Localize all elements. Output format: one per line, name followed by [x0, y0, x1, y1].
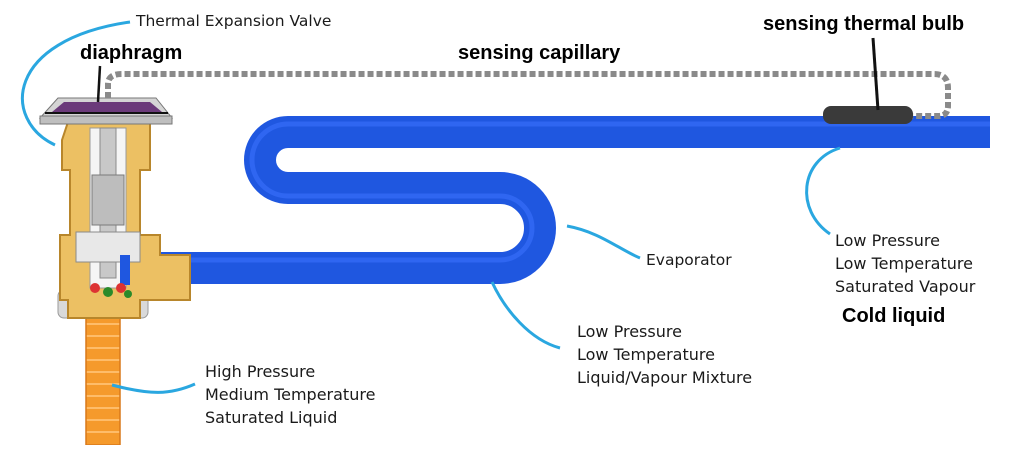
evaporator-tube: [125, 116, 990, 284]
outlet-line-2: Low Temperature: [835, 254, 973, 273]
capillary-label: sensing capillary: [458, 42, 621, 64]
mixture-line-2: Low Temperature: [577, 345, 715, 364]
inlet-line-1: High Pressure: [205, 362, 316, 381]
sensing-capillary: [105, 71, 951, 119]
evaporator-label: Evaporator: [646, 251, 732, 269]
leader-inlet: [111, 382, 196, 394]
leader-outlet: [805, 146, 841, 236]
leader-evaporator: [566, 224, 641, 260]
mixture-line-1: Low Pressure: [577, 322, 682, 341]
outlet-line-3: Saturated Vapour: [835, 277, 976, 296]
inlet-line-3: Saturated Liquid: [205, 408, 338, 427]
leader-diaphragm: [96, 65, 102, 103]
sensing-bulb: [823, 106, 913, 124]
valve-body: [57, 121, 191, 319]
leader-bulb: [871, 37, 880, 111]
inlet-line-2: Medium Temperature: [205, 385, 376, 404]
bulb-label: sensing thermal bulb: [763, 13, 965, 35]
diaphragm-cap: [38, 97, 174, 125]
mixture-line-3: Liquid/Vapour Mixture: [577, 368, 753, 387]
leader-valve: [21, 20, 131, 147]
mixture-conditions: Low Pressure Low Temperature Liquid/Vapo…: [577, 320, 752, 389]
inlet-conditions: High Pressure Medium Temperature Saturat…: [205, 360, 375, 429]
evaporator-tube-highlight: [125, 121, 990, 263]
diaphragm-label: diaphragm: [80, 42, 183, 64]
outlet-conditions: Low Pressure Low Temperature Saturated V…: [835, 229, 975, 298]
leader-lines: [21, 20, 841, 394]
outlet-line-1: Low Pressure: [835, 231, 940, 250]
valve-title-label: Thermal Expansion Valve: [136, 12, 332, 30]
leader-mixture: [490, 281, 561, 350]
cold-liquid-label: Cold liquid: [842, 305, 946, 327]
